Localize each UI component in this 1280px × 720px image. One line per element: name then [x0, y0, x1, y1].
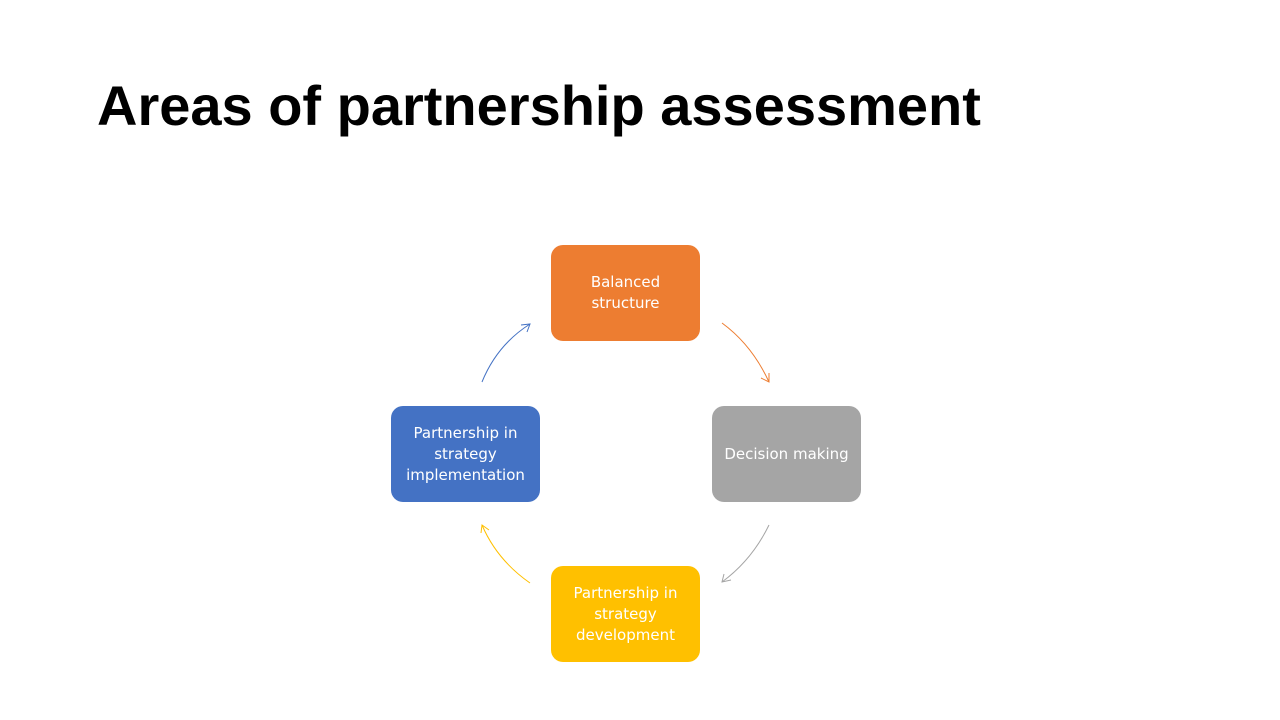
arrow-top-to-right [721, 322, 770, 383]
arrow-bottom-to-left-curve [481, 524, 531, 584]
arrow-right-to-bottom-curve [721, 524, 770, 583]
cycle-node-label: Partnership in strategy implementation [406, 423, 525, 484]
cycle-node-label: Decision making [724, 444, 849, 463]
arrow-top-to-right-curve [721, 322, 770, 383]
arrow-top-to-right-head [760, 373, 770, 383]
cycle-node-balanced-structure: Balanced structure [551, 245, 700, 341]
arrow-right-to-bottom-head [721, 573, 732, 583]
cycle-node-label: Balanced structure [590, 273, 661, 312]
arrow-right-to-bottom [721, 524, 770, 583]
cycle-node-strategy-implementation: Partnership in strategy implementation [391, 406, 540, 502]
cycle-node-label: Partnership in strategy development [573, 583, 678, 644]
arrow-bottom-to-left [480, 524, 531, 584]
arrow-left-to-top-head [520, 323, 531, 333]
arrow-bottom-to-left-head [480, 524, 490, 534]
cycle-node-decision-making: Decision making [712, 406, 861, 502]
arrow-left-to-top [481, 323, 531, 383]
cycle-node-strategy-development: Partnership in strategy development [551, 566, 700, 662]
slide-title: Areas of partnership assessment [97, 74, 981, 137]
arrow-left-to-top-curve [481, 323, 531, 383]
